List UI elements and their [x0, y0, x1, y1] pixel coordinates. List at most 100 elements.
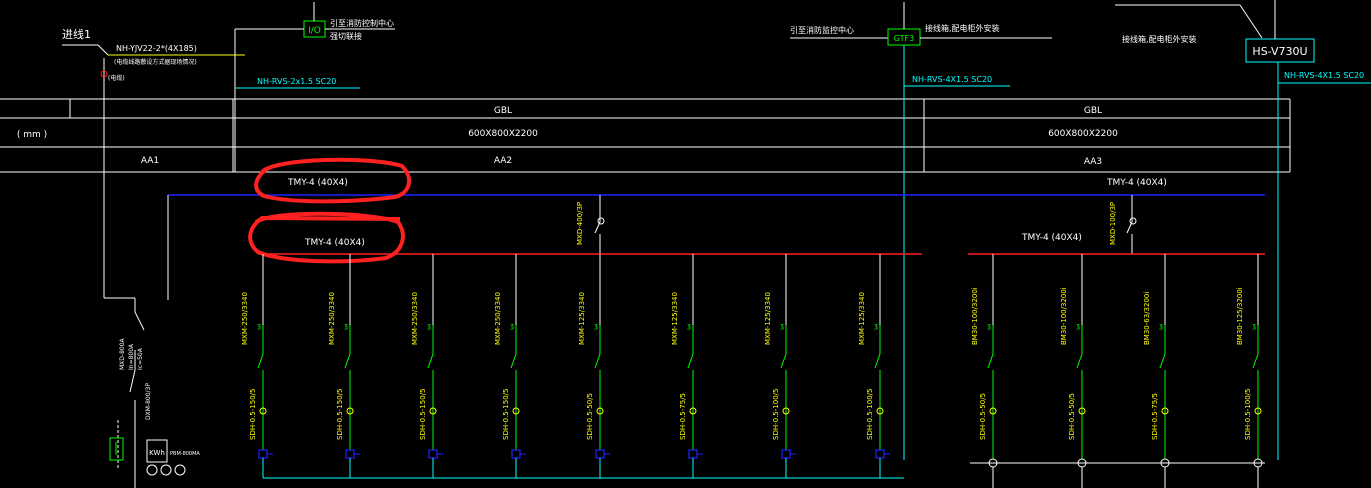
annotation-circle-2: [248, 211, 405, 264]
breaker-label: MXM-250/3340: [241, 292, 249, 345]
ct-label: SDH-0.5-50/5: [979, 393, 987, 440]
panel-table-grid: [0, 98, 1291, 173]
terminal-box: [781, 449, 791, 459]
panel-id-aa3: AA3: [1084, 157, 1102, 167]
breaker-label: BM30-125/3200i: [1236, 287, 1244, 345]
meter-note: PBM-800MA: [170, 451, 200, 457]
cable-note: (电缆线路敷设方式据现场情况): [114, 58, 197, 66]
breaker-label: MXM-125/3340: [578, 292, 586, 345]
breaker-marker: ʒ: [257, 322, 261, 330]
breaker-marker: ʒ: [687, 322, 691, 330]
ct-symbol: [989, 407, 997, 415]
panel-size-1: 600X800X2200: [468, 129, 538, 139]
terminal-box: [595, 449, 605, 459]
hs-top-diag: [1239, 4, 1263, 39]
meter-box: [109, 437, 124, 461]
bus-sub-label-2: TMY-4 (40X4): [1021, 233, 1082, 243]
io-box-label: I/O: [308, 26, 321, 36]
tie-breaker-2: [1126, 195, 1137, 254]
ct-symbol: [782, 407, 790, 415]
breaker-label: MXM-125/3340: [671, 292, 679, 345]
ct-symbol: [259, 407, 267, 415]
ct-symbol: [512, 407, 520, 415]
bus-main-label-2: TMY-4 (40X4): [1106, 178, 1167, 188]
tie-breaker-1: [594, 195, 605, 254]
breaker-label: MXM-125/3340: [858, 292, 866, 345]
ct-label: SDH-0.5-150/5: [419, 389, 427, 440]
ct-label: SDH-0.5-100/5: [772, 389, 780, 440]
ct-label: SDH-0.5-75/5: [679, 393, 687, 440]
ct-symbol: [876, 407, 884, 415]
ct-symbol: [1254, 407, 1262, 415]
terminal-box: [258, 449, 268, 459]
panel-size-2: 600X800X2200: [1048, 129, 1118, 139]
breaker-marker: ʒ: [987, 322, 991, 330]
ct-label: SDH-0.5-50/5: [586, 393, 594, 440]
annotation-circle-1: [254, 157, 412, 204]
ct-symbol: [596, 407, 604, 415]
incoming-circuit: [100, 58, 186, 488]
hs-v730u-box: [1245, 38, 1315, 63]
bus-main-label-1: TMY-4 (40X4): [287, 178, 348, 188]
ct-label: SDH-0.5-150/5: [502, 389, 510, 440]
ct-symbol: [689, 407, 697, 415]
ct-label: SDH-0.5-150/5: [249, 389, 257, 440]
terminal-box: [428, 449, 438, 459]
io-desc-1: 引至消防控制中心: [330, 18, 394, 28]
ct-label: SDH-0.5-150/5: [336, 389, 344, 440]
breaker-marker: ʒ: [1076, 322, 1080, 330]
breaker-label: MXM-125/3340: [764, 292, 772, 345]
ct-symbol: [1078, 407, 1086, 415]
bus-sub-label-1: TMY-4 (40X4): [304, 238, 365, 248]
panel-id-aa1: AA1: [141, 156, 159, 166]
feeder-group-aa3: ʒBM30-100/3200iSDH-0.5-50/5ʒBM30-100/320…: [971, 254, 1263, 488]
breaker-marker: ʒ: [594, 322, 598, 330]
wire1-label: NH-RVS-2x1.5 SC20: [257, 77, 336, 86]
breaker-marker: ʒ: [780, 322, 784, 330]
ct-label: SDH-0.5-75/5: [1151, 393, 1159, 440]
wire2-label: NH-RVS-4X1.5 SC20: [912, 75, 992, 84]
panel-type-gbl-2: GBL: [1084, 106, 1102, 116]
cable-main-label: NH-YJV22-2*(4X185): [116, 44, 197, 53]
left-vert-1: MXD-800A: [119, 337, 126, 370]
gtf-desc-2: 接线箱,配电柜外安装: [925, 23, 1000, 33]
ct-symbol: [346, 407, 354, 415]
breaker-label: MXM-250/3340: [411, 292, 419, 345]
left-vert-2: In=800A: [128, 343, 135, 370]
breaker-label: BM30-100/3200i: [1060, 287, 1068, 345]
breaker-marker: ʒ: [1252, 322, 1256, 330]
kwh-label: KWh: [149, 449, 165, 457]
cable-leader: [97, 44, 109, 56]
panel-id-aa2: AA2: [494, 156, 512, 166]
cable-note-2: (电缆): [108, 74, 125, 82]
breaker-marker: ʒ: [427, 322, 431, 330]
tie-breaker-1-label: MXD-400/3P: [576, 202, 584, 245]
ct-label: SDH-0.5-100/5: [866, 389, 874, 440]
breaker-marker: ʒ: [344, 322, 348, 330]
breaker-label: BM30-63/3200i: [1143, 292, 1151, 345]
gtf3-box-label: GTF3: [894, 34, 915, 43]
kwh-meter: [146, 439, 168, 463]
terminal-box: [345, 449, 355, 459]
terminal-box: [875, 449, 885, 459]
breaker-label: MXM-250/3340: [494, 292, 502, 345]
breaker-marker: ʒ: [874, 322, 878, 330]
left-vert-3: Ic=50A: [137, 347, 144, 370]
gtf-desc: 引至消防监控中心: [790, 25, 854, 35]
hs-desc: 接线箱,配电柜外安装: [1122, 34, 1197, 44]
incoming-label: 进线1: [62, 27, 91, 41]
ct-symbol: [1161, 407, 1169, 415]
